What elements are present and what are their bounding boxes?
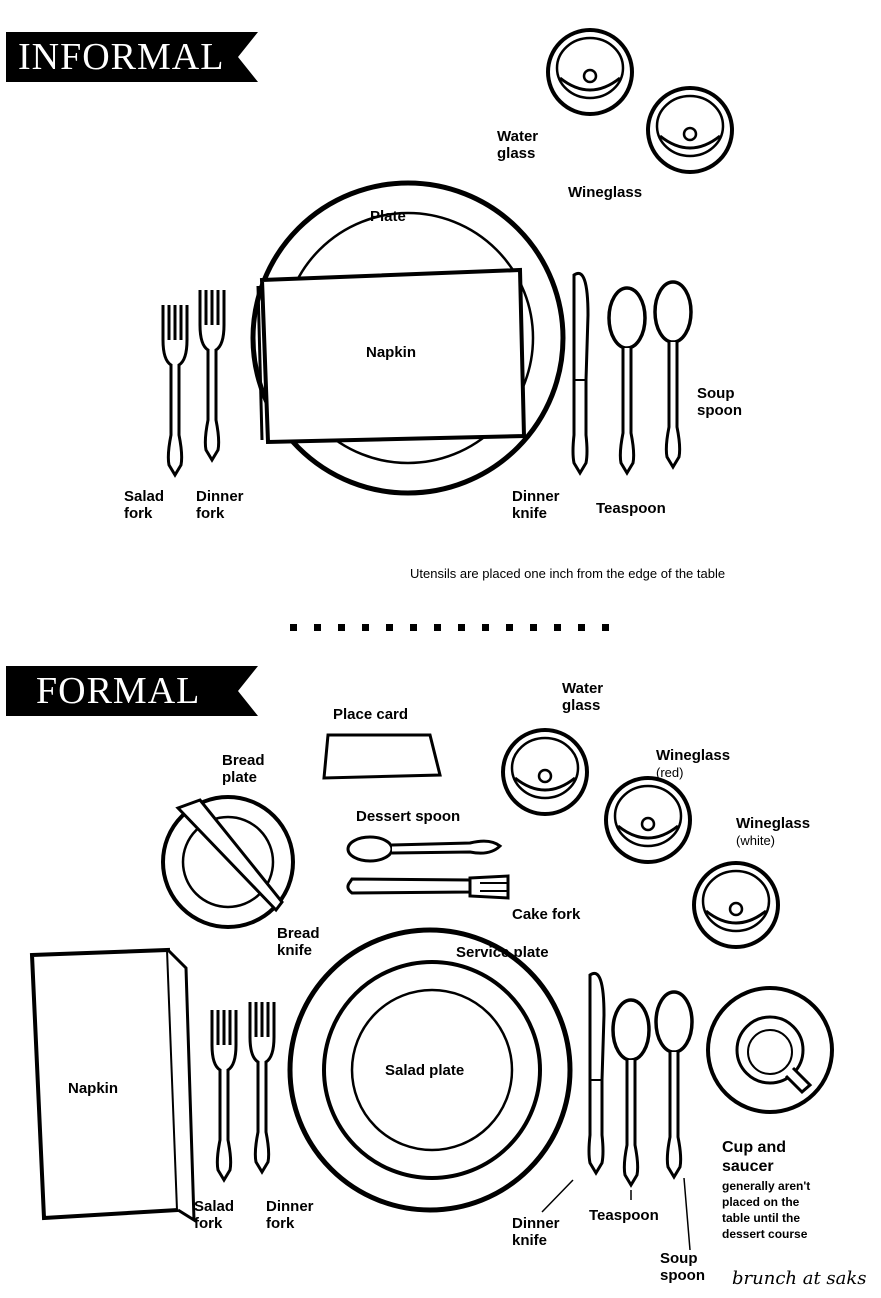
formal-teaspoon-label: Teaspoon [589, 1207, 659, 1224]
informal-water-glass-icon [548, 30, 632, 114]
informal-dinner-fork-icon [200, 290, 224, 460]
informal-banner-title: INFORMAL [18, 37, 224, 77]
informal-utensil-note: Utensils are placed one inch from the ed… [410, 566, 725, 582]
informal-napkin-label: Napkin [366, 344, 416, 361]
formal-teaspoon-icon [613, 1000, 649, 1185]
formal-cup-note: generally aren't placed on the table unt… [722, 1178, 810, 1242]
informal-wineglass-label: Wineglass [568, 184, 642, 201]
formal-banner: FORMAL [6, 666, 266, 716]
formal-water-glass-label: Water glass [562, 680, 603, 714]
formal-salad-fork-icon [212, 1010, 236, 1180]
place-card-icon [324, 735, 440, 778]
formal-soup-spoon-icon [656, 992, 692, 1177]
cup-and-saucer-icon [708, 988, 832, 1112]
formal-napkin-label: Napkin [68, 1080, 118, 1097]
formal-wineglass-white-icon [694, 863, 778, 947]
cake-fork-icon [348, 876, 508, 898]
section-divider [290, 624, 609, 631]
formal-water-glass-icon [503, 730, 587, 814]
formal-cup-and-saucer-label: Cup and saucer [722, 1138, 786, 1176]
informal-teaspoon-icon [609, 288, 645, 473]
formal-cake-fork-label: Cake fork [512, 906, 580, 923]
informal-dinner-knife-icon [573, 273, 588, 473]
informal-water-glass-label: Water glass [497, 128, 538, 162]
informal-dinner-fork-label: Dinner fork [196, 488, 244, 522]
informal-salad-fork-icon [163, 305, 187, 475]
formal-dinner-fork-label: Dinner fork [266, 1198, 314, 1232]
informal-salad-fork-label: Salad fork [124, 488, 164, 522]
formal-wineglass-white-sub: (white) [736, 832, 810, 849]
informal-dinner-knife-label: Dinner knife [512, 488, 560, 522]
informal-teaspoon-label: Teaspoon [596, 500, 666, 517]
brand-signature: brunch at saks [732, 1268, 867, 1289]
formal-wineglass-red-label: Wineglass (red) [656, 730, 730, 798]
formal-wineglass-white-title: Wineglass [736, 815, 810, 832]
formal-soup-spoon-label: Soup spoon [660, 1250, 705, 1284]
informal-soup-spoon-icon [655, 282, 691, 467]
formal-salad-plate-label: Salad plate [385, 1062, 464, 1079]
formal-dinner-knife-label: Dinner knife [512, 1215, 560, 1249]
dessert-spoon-icon [348, 837, 500, 861]
formal-wineglass-white-label: Wineglass (white) [736, 798, 810, 866]
formal-dinner-fork-icon [250, 1002, 274, 1172]
formal-bread-plate-label: Bread plate [222, 752, 265, 786]
formal-wineglass-red-sub: (red) [656, 764, 730, 781]
formal-banner-title: FORMAL [36, 671, 200, 711]
formal-dessert-spoon-label: Dessert spoon [356, 808, 460, 825]
informal-plate-label: Plate [370, 208, 406, 225]
informal-banner: INFORMAL [6, 32, 266, 82]
formal-wineglass-red-title: Wineglass [656, 747, 730, 764]
formal-place-card-label: Place card [333, 706, 408, 723]
formal-dinner-knife-icon [589, 973, 604, 1173]
formal-salad-fork-label: Salad fork [194, 1198, 234, 1232]
informal-wineglass-icon [648, 88, 732, 172]
formal-service-plate-label: Service plate [456, 944, 549, 961]
formal-bread-knife-label: Bread knife [277, 925, 320, 959]
informal-soup-spoon-label: Soup spoon [697, 385, 742, 419]
